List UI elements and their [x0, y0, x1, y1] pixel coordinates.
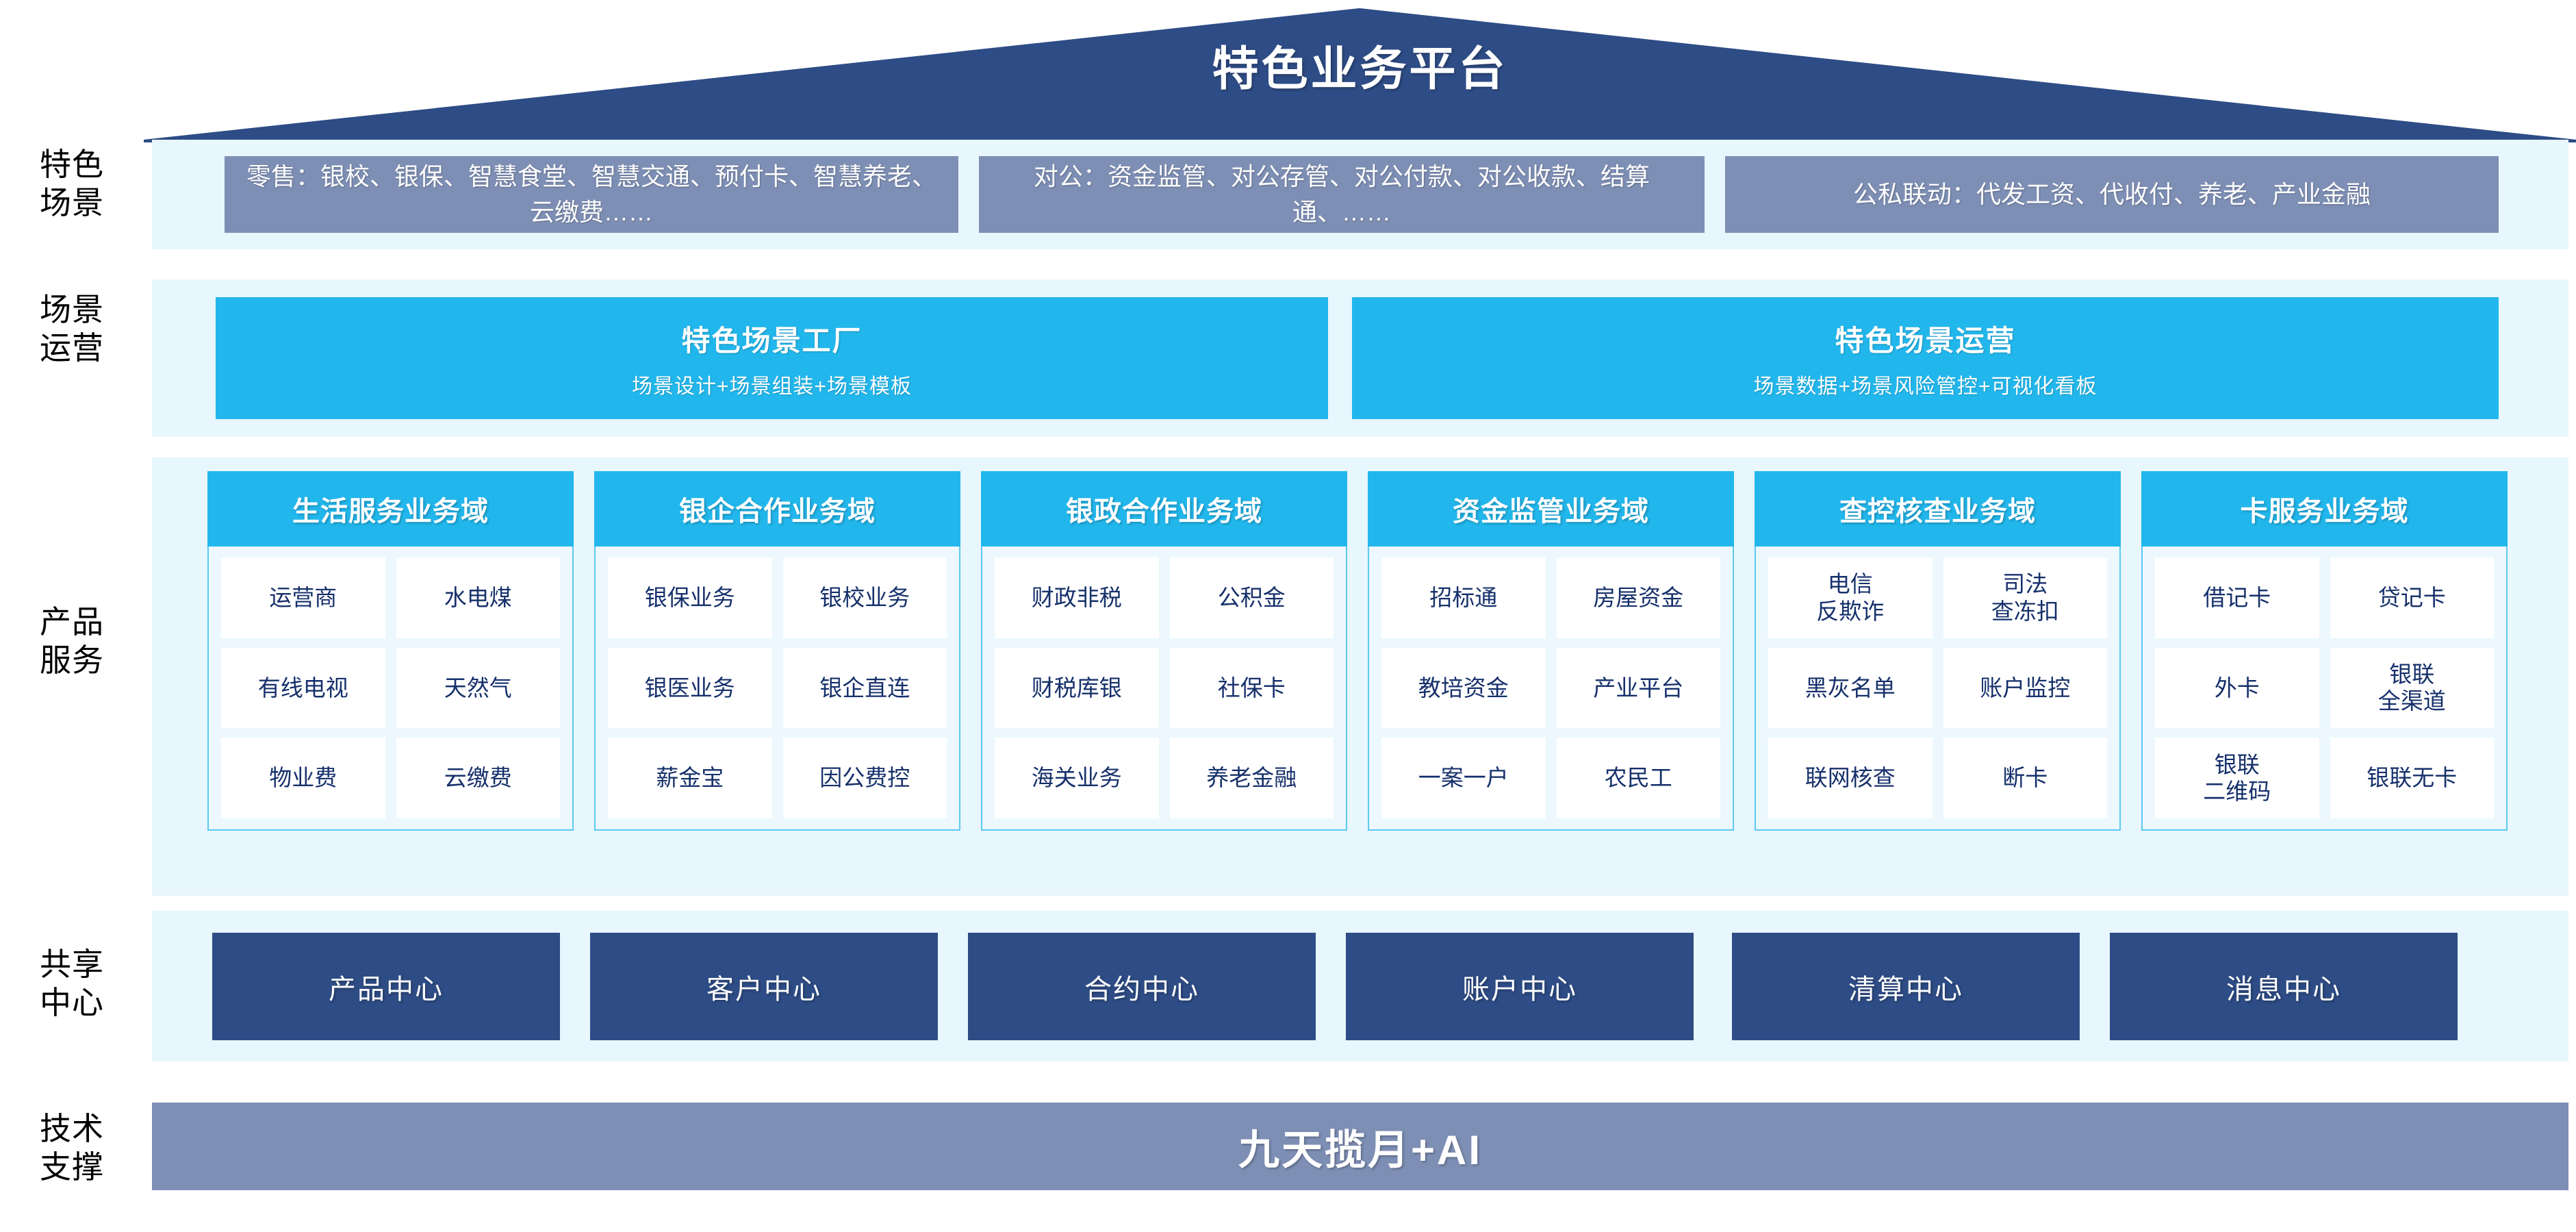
- product-cell[interactable]: 养老金融: [1169, 738, 1334, 818]
- product-cell[interactable]: 招标通: [1381, 557, 1546, 638]
- product-cell[interactable]: 公积金: [1169, 557, 1334, 638]
- product-cell[interactable]: 薪金宝: [608, 738, 772, 818]
- operation-subtitle: 场景数据+场景风险管控+可视化看板: [1753, 375, 2097, 398]
- product-cell[interactable]: 账户监控: [1943, 647, 2107, 729]
- shared-center-message[interactable]: 消息中心: [2110, 933, 2458, 1040]
- shared-center-product[interactable]: 产品中心: [212, 933, 560, 1040]
- product-cell[interactable]: 产业平台: [1556, 647, 1720, 729]
- domain-title[interactable]: 卡服务业务域: [2141, 471, 2508, 546]
- domain-title[interactable]: 资金监管业务域: [1368, 471, 1734, 546]
- product-cell[interactable]: 财税库银: [995, 647, 1159, 729]
- domain-cell-grid: 招标通 房屋资金 教培资金 产业平台 一案一户 农民工: [1368, 546, 1734, 831]
- domain-title[interactable]: 银政合作业务域: [981, 471, 1347, 546]
- domain-column-bank-enterprise: 银企合作业务域 银保业务 银校业务 银医业务 银企直连 薪金宝 因公费控: [594, 471, 960, 831]
- domain-cell-grid: 借记卡 贷记卡 外卡 银联 全渠道 银联 二维码 银联无卡: [2141, 546, 2508, 831]
- operation-card-scene-operations[interactable]: 特色场景运营 场景数据+场景风险管控+可视化看板: [1352, 297, 2499, 419]
- product-cell[interactable]: 银医业务: [608, 647, 772, 729]
- domain-column-bank-government: 银政合作业务域 财政非税 公积金 财税库银 社保卡 海关业务 养老金融: [981, 471, 1347, 831]
- page-title: 特色业务平台: [1212, 43, 1508, 95]
- product-cell[interactable]: 财政非税: [995, 557, 1159, 638]
- product-cell[interactable]: 司法 查冻扣: [1943, 557, 2107, 638]
- product-cell[interactable]: 海关业务: [995, 738, 1159, 818]
- domain-cell-grid: 财政非税 公积金 财税库银 社保卡 海关业务 养老金融: [981, 546, 1347, 831]
- product-cell[interactable]: 社保卡: [1169, 647, 1334, 729]
- roof-shape-icon: [144, 8, 2576, 142]
- row-label-shared-centers: 共享 中心: [40, 946, 104, 1021]
- scenario-card-public-private[interactable]: 公私联动：代发工资、代收付、养老、产业金融: [1725, 156, 2499, 233]
- product-cell[interactable]: 一案一户: [1381, 738, 1546, 818]
- domain-title[interactable]: 查控核查业务域: [1755, 471, 2121, 546]
- operation-title: 特色场景运营: [1835, 324, 2016, 357]
- product-cell[interactable]: 电信 反欺诈: [1768, 557, 1933, 638]
- product-cell[interactable]: 物业费: [221, 738, 385, 818]
- product-cell[interactable]: 借记卡: [2155, 557, 2319, 638]
- domain-cell-grid: 银保业务 银校业务 银医业务 银企直连 薪金宝 因公费控: [594, 546, 960, 831]
- scenario-card-corporate[interactable]: 对公：资金监管、对公存管、对公付款、对公收款、结算通、……: [979, 156, 1705, 233]
- product-cell[interactable]: 云缴费: [396, 738, 560, 818]
- domain-title[interactable]: 生活服务业务域: [207, 471, 574, 546]
- shared-center-customer[interactable]: 客户中心: [590, 933, 938, 1040]
- product-cell[interactable]: 因公费控: [782, 738, 947, 818]
- product-cell[interactable]: 天然气: [396, 647, 560, 729]
- domain-column-life-service: 生活服务业务域 运营商 水电煤 有线电视 天然气 物业费 云缴费: [207, 471, 574, 831]
- product-cell[interactable]: 农民工: [1556, 738, 1720, 818]
- platform-banner: 特色业务平台: [144, 5, 2576, 142]
- row-label-products: 产品 服务: [40, 604, 104, 679]
- domain-column-fund-supervision: 资金监管业务域 招标通 房屋资金 教培资金 产业平台 一案一户 农民工: [1368, 471, 1734, 831]
- product-cell[interactable]: 联网核查: [1768, 738, 1933, 818]
- product-cell[interactable]: 外卡: [2155, 647, 2319, 729]
- operation-title: 特色场景工厂: [681, 324, 863, 357]
- product-cell[interactable]: 有线电视: [221, 647, 385, 729]
- domain-title[interactable]: 银企合作业务域: [594, 471, 960, 546]
- domain-column-card-service: 卡服务业务域 借记卡 贷记卡 外卡 银联 全渠道 银联 二维码 银联无卡: [2141, 471, 2508, 831]
- operation-card-scene-factory[interactable]: 特色场景工厂 场景设计+场景组装+场景模板: [216, 297, 1328, 419]
- shared-center-contract[interactable]: 合约中心: [968, 933, 1316, 1040]
- product-cell[interactable]: 银校业务: [782, 557, 947, 638]
- row-label-operations: 场景 运营: [40, 292, 104, 366]
- scenario-card-retail[interactable]: 零售：银校、银保、智慧食堂、智慧交通、预付卡、智慧养老、云缴费……: [225, 156, 958, 233]
- product-cell[interactable]: 房屋资金: [1556, 557, 1720, 638]
- row-label-tech-support: 技术 支撑: [40, 1111, 104, 1185]
- product-cell[interactable]: 断卡: [1943, 738, 2107, 818]
- product-cell[interactable]: 银保业务: [608, 557, 772, 638]
- shared-center-clearing[interactable]: 清算中心: [1732, 933, 2080, 1040]
- product-cell[interactable]: 银联 二维码: [2155, 738, 2319, 818]
- product-cell[interactable]: 教培资金: [1381, 647, 1546, 729]
- tech-support-bar[interactable]: 九天揽月+AI: [152, 1103, 2568, 1190]
- product-cell[interactable]: 水电煤: [396, 557, 560, 638]
- domain-cell-grid: 电信 反欺诈 司法 查冻扣 黑灰名单 账户监控 联网核查 断卡: [1755, 546, 2121, 831]
- product-cell[interactable]: 黑灰名单: [1768, 647, 1933, 729]
- product-cell[interactable]: 银联 全渠道: [2330, 647, 2494, 729]
- shared-center-account[interactable]: 账户中心: [1346, 933, 1694, 1040]
- product-cell[interactable]: 银企直连: [782, 647, 947, 729]
- product-cell[interactable]: 贷记卡: [2330, 557, 2494, 638]
- row-label-scenarios: 特色 场景: [40, 147, 104, 221]
- operation-subtitle: 场景设计+场景组装+场景模板: [631, 375, 913, 398]
- domain-column-investigation: 查控核查业务域 电信 反欺诈 司法 查冻扣 黑灰名单 账户监控 联网核查 断卡: [1755, 471, 2121, 831]
- domain-cell-grid: 运营商 水电煤 有线电视 天然气 物业费 云缴费: [207, 546, 574, 831]
- product-cell[interactable]: 银联无卡: [2330, 738, 2494, 818]
- product-cell[interactable]: 运营商: [221, 557, 385, 638]
